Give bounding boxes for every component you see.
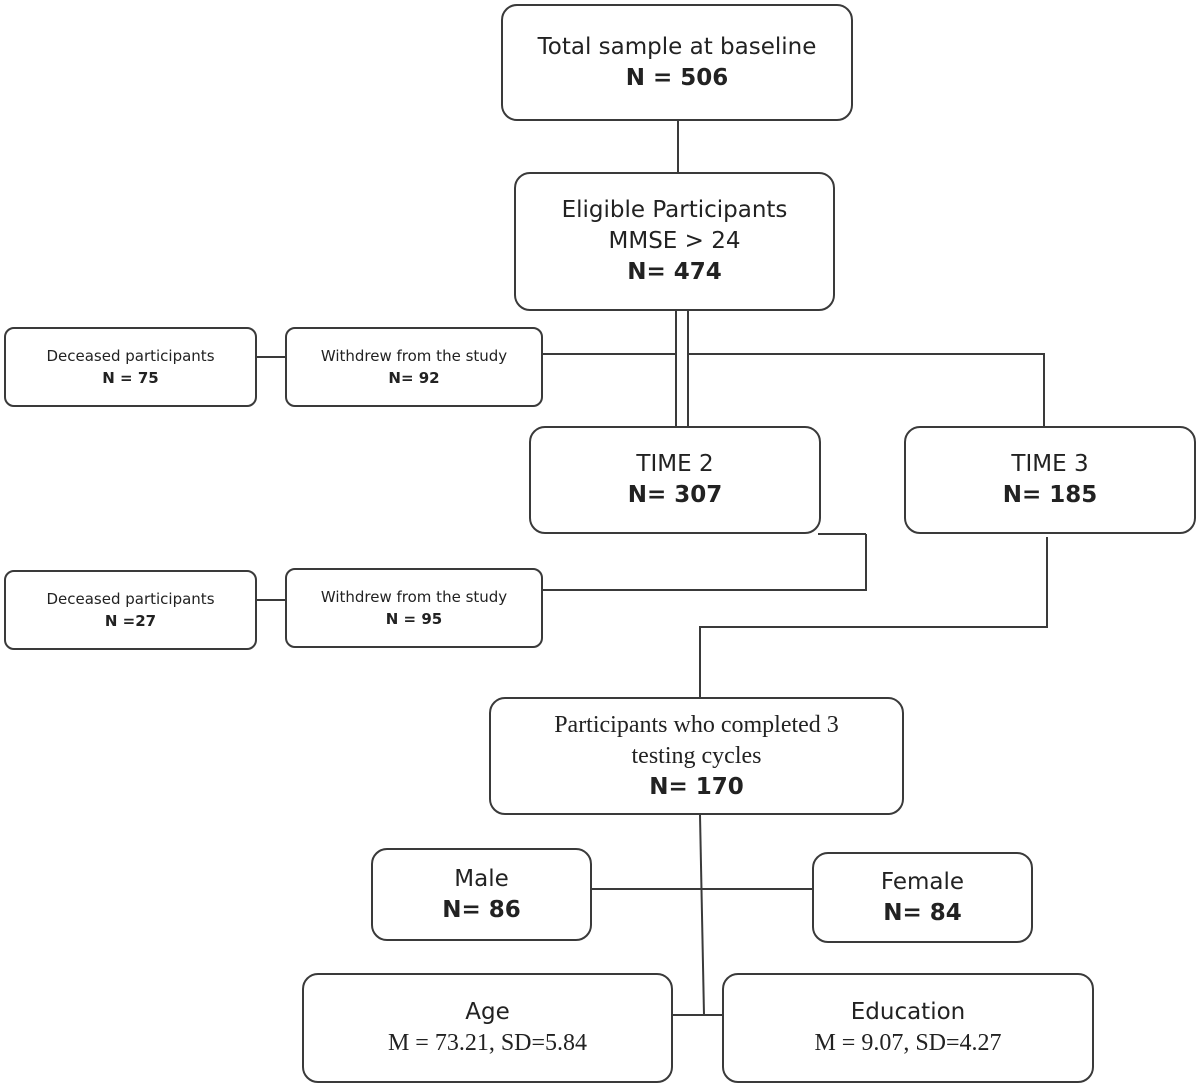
node-completed-title-line2: testing cycles [631, 742, 762, 769]
connector-completed-demographics [699, 814, 705, 1016]
node-time3-title: TIME 3 [1011, 451, 1089, 477]
connector-eligible-time3 [688, 353, 1045, 426]
node-education: Education M = 9.07, SD=4.27 [722, 973, 1094, 1083]
node-eligible: Eligible Participants MMSE > 24 N= 474 [514, 172, 835, 311]
node-eligible-title: Eligible Participants [561, 197, 788, 223]
node-time2-count: N= 307 [627, 482, 723, 508]
node-withdrew-1-title: Withdrew from the study [320, 347, 508, 365]
node-time2-title: TIME 2 [636, 451, 714, 477]
node-completed-count: N= 170 [649, 773, 744, 800]
node-completed: Participants who completed 3 testing cyc… [489, 697, 904, 815]
node-withdrew-1: Withdrew from the study N= 92 [285, 327, 543, 407]
node-deceased-2-count: N =27 [104, 612, 157, 630]
node-withdrew-2-count: N = 95 [385, 610, 443, 628]
node-deceased-2: Deceased participants N =27 [4, 570, 257, 650]
node-female: Female N= 84 [812, 852, 1033, 943]
node-baseline-count: N = 506 [625, 64, 729, 91]
node-female-count: N= 84 [883, 899, 962, 926]
node-deceased-1-count: N = 75 [102, 369, 159, 387]
node-age-stats: M = 73.21, SD=5.84 [387, 1030, 588, 1056]
connector-dropout-2 [543, 534, 867, 591]
node-education-title: Education [850, 999, 966, 1025]
node-deceased-1-title: Deceased participants [46, 347, 215, 365]
node-withdrew-2: Withdrew from the study N = 95 [285, 568, 543, 648]
node-time3-count: N= 185 [1002, 482, 1098, 508]
node-female-title: Female [880, 868, 965, 895]
node-withdrew-1-count: N= 92 [388, 369, 440, 387]
node-eligible-criterion: MMSE > 24 [608, 228, 741, 254]
node-withdrew-2-title: Withdrew from the study [320, 588, 508, 606]
node-deceased-2-title: Deceased participants [46, 590, 215, 608]
node-age: Age M = 73.21, SD=5.84 [302, 973, 673, 1083]
node-male: Male N= 86 [371, 848, 592, 941]
node-male-title: Male [454, 865, 509, 892]
node-eligible-count: N= 474 [627, 259, 722, 285]
node-time2: TIME 2 N= 307 [529, 426, 821, 534]
node-time3: TIME 3 N= 185 [904, 426, 1196, 534]
node-male-count: N= 86 [442, 896, 521, 923]
node-deceased-1: Deceased participants N = 75 [4, 327, 257, 407]
node-completed-title-line1: Participants who completed 3 [554, 711, 839, 738]
node-age-title: Age [465, 999, 510, 1025]
node-baseline: Total sample at baseline N = 506 [501, 4, 853, 121]
connector-time3-completed [699, 537, 1048, 697]
node-baseline-title: Total sample at baseline [537, 33, 817, 60]
node-education-stats: M = 9.07, SD=4.27 [814, 1030, 1002, 1056]
